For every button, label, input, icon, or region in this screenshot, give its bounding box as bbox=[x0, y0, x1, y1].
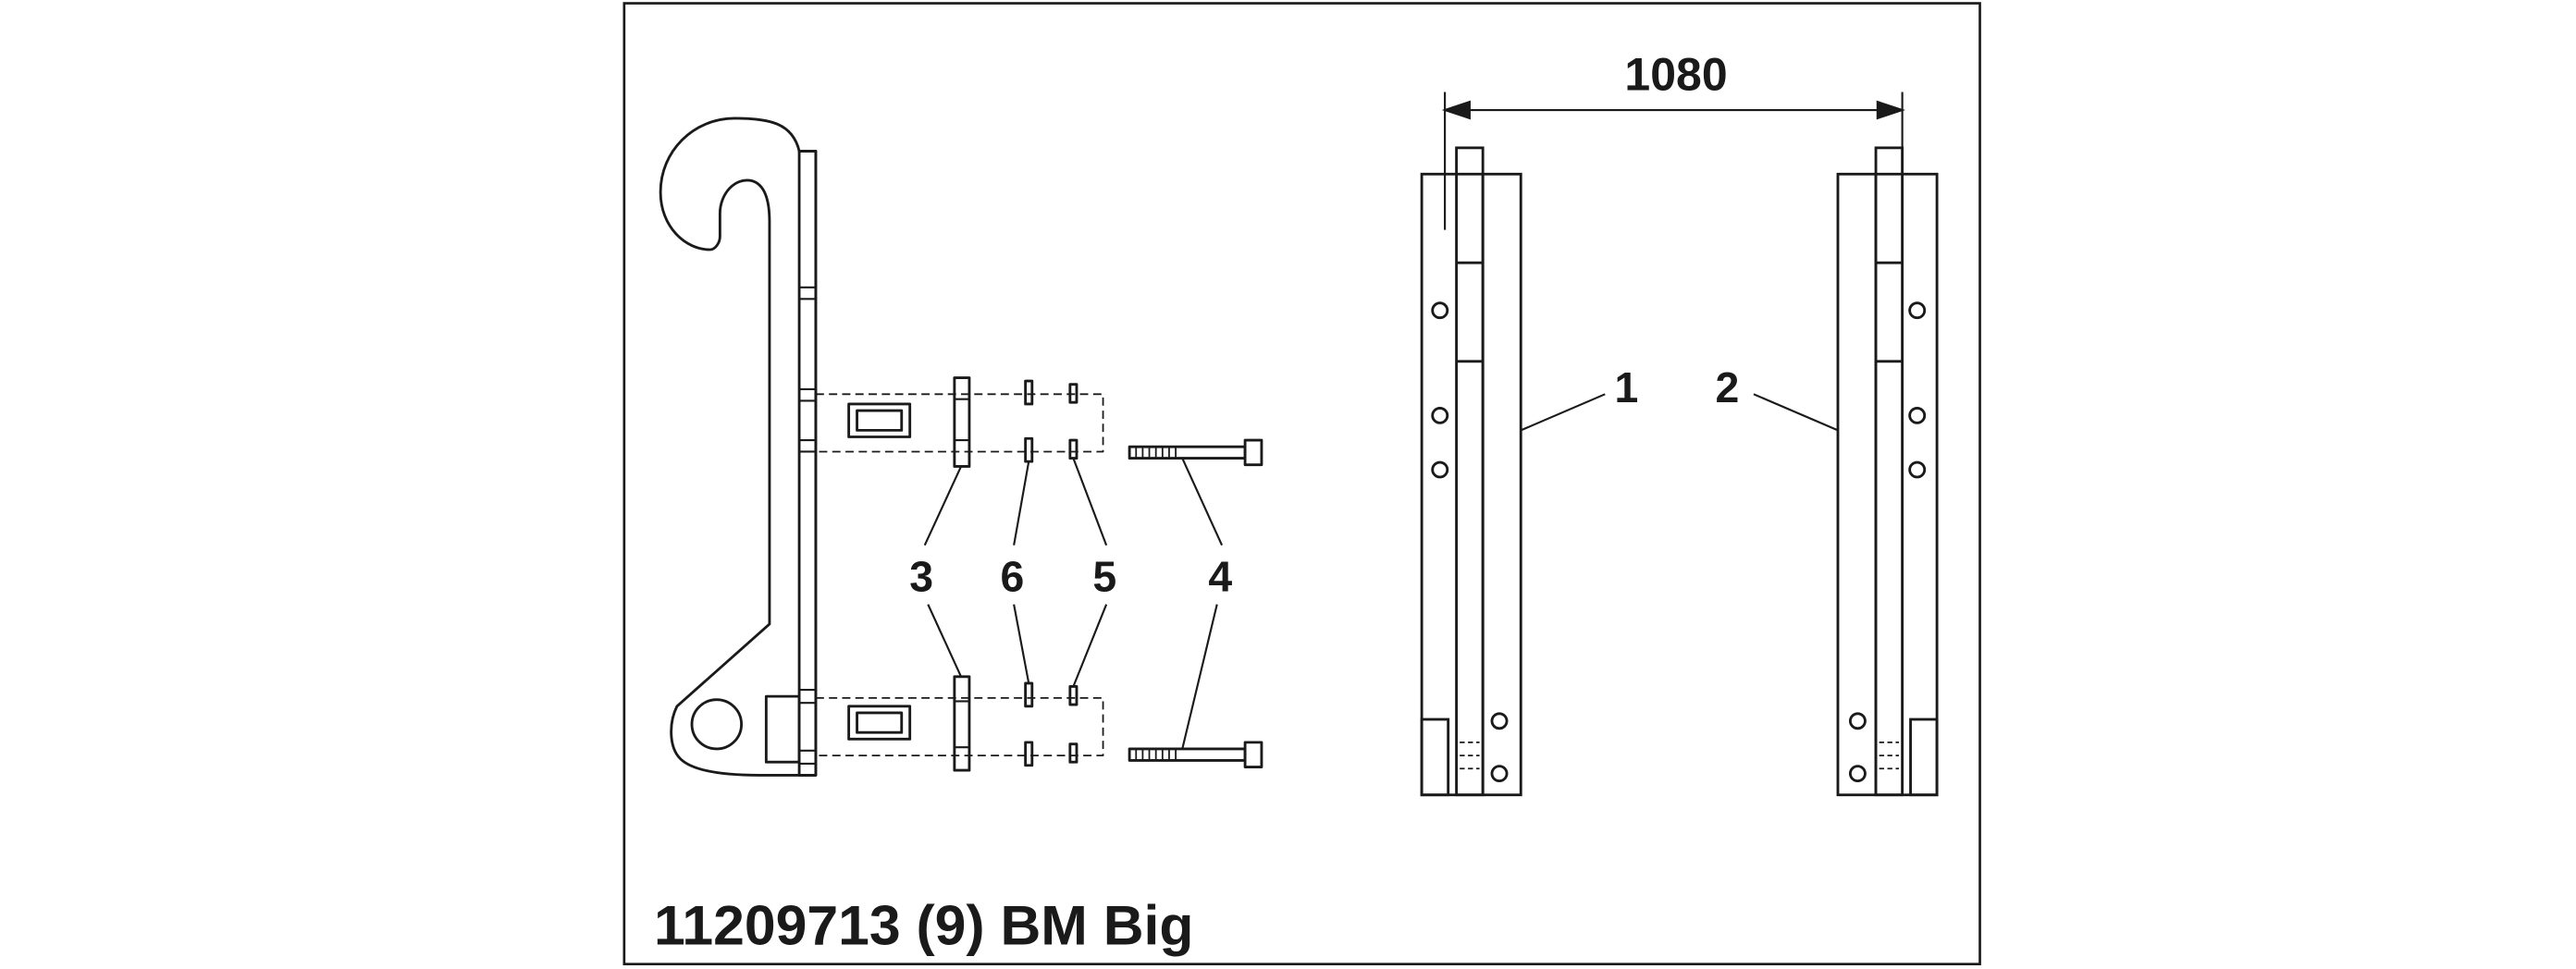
lower-slot-outer bbox=[847, 705, 912, 741]
rails-front-view bbox=[1420, 92, 1939, 797]
upper-bolt-shank bbox=[1128, 445, 1247, 460]
callout-3: 3 bbox=[909, 553, 933, 601]
upper-fastener-group bbox=[815, 376, 1263, 468]
pivot-hole bbox=[690, 698, 744, 751]
lower-plate-3 bbox=[953, 675, 971, 772]
lower-washer-6b bbox=[1024, 741, 1034, 767]
hook-outline bbox=[659, 117, 818, 777]
drawing-caption: 11209713 (9) BM Big bbox=[654, 893, 1194, 956]
upper-bolt-head bbox=[1243, 438, 1263, 467]
lower-bolt-shank bbox=[1128, 747, 1247, 762]
upper-slot-inner bbox=[856, 409, 904, 432]
drawing-frame bbox=[622, 2, 1981, 966]
callout-4: 4 bbox=[1208, 553, 1232, 601]
leader-lines-right bbox=[1520, 393, 1839, 432]
lower-block bbox=[764, 694, 801, 764]
dimension-1080 bbox=[1441, 92, 1906, 230]
leader-lines-left bbox=[923, 458, 1224, 750]
rail-2 bbox=[1836, 146, 1939, 797]
upper-dashed-outline bbox=[815, 393, 1104, 453]
callout-1: 1 bbox=[1615, 363, 1639, 411]
lower-nut-5a bbox=[1068, 685, 1078, 706]
upper-washer-6a bbox=[1024, 379, 1034, 406]
dimension-label: 1080 bbox=[1624, 49, 1727, 101]
upper-nut-5a bbox=[1068, 383, 1078, 404]
front-plate bbox=[797, 149, 818, 777]
upper-slot-outer bbox=[847, 402, 912, 438]
plate-bolt-marks bbox=[799, 286, 816, 766]
upper-nut-5b bbox=[1068, 438, 1078, 460]
upper-washer-6b bbox=[1024, 436, 1034, 463]
bracket-side-view bbox=[659, 117, 1263, 777]
callout-2: 2 bbox=[1715, 363, 1739, 411]
callout-5: 5 bbox=[1092, 553, 1116, 601]
lower-washer-6a bbox=[1024, 681, 1034, 708]
lower-nut-5b bbox=[1068, 742, 1078, 764]
rail-1 bbox=[1420, 146, 1522, 797]
upper-plate-3 bbox=[953, 376, 971, 468]
lower-bolt-head bbox=[1243, 741, 1263, 768]
callout-6: 6 bbox=[1000, 553, 1024, 601]
lower-slot-inner bbox=[856, 711, 904, 734]
lower-dashed-outline bbox=[815, 697, 1104, 756]
lower-fastener-group bbox=[815, 675, 1263, 772]
